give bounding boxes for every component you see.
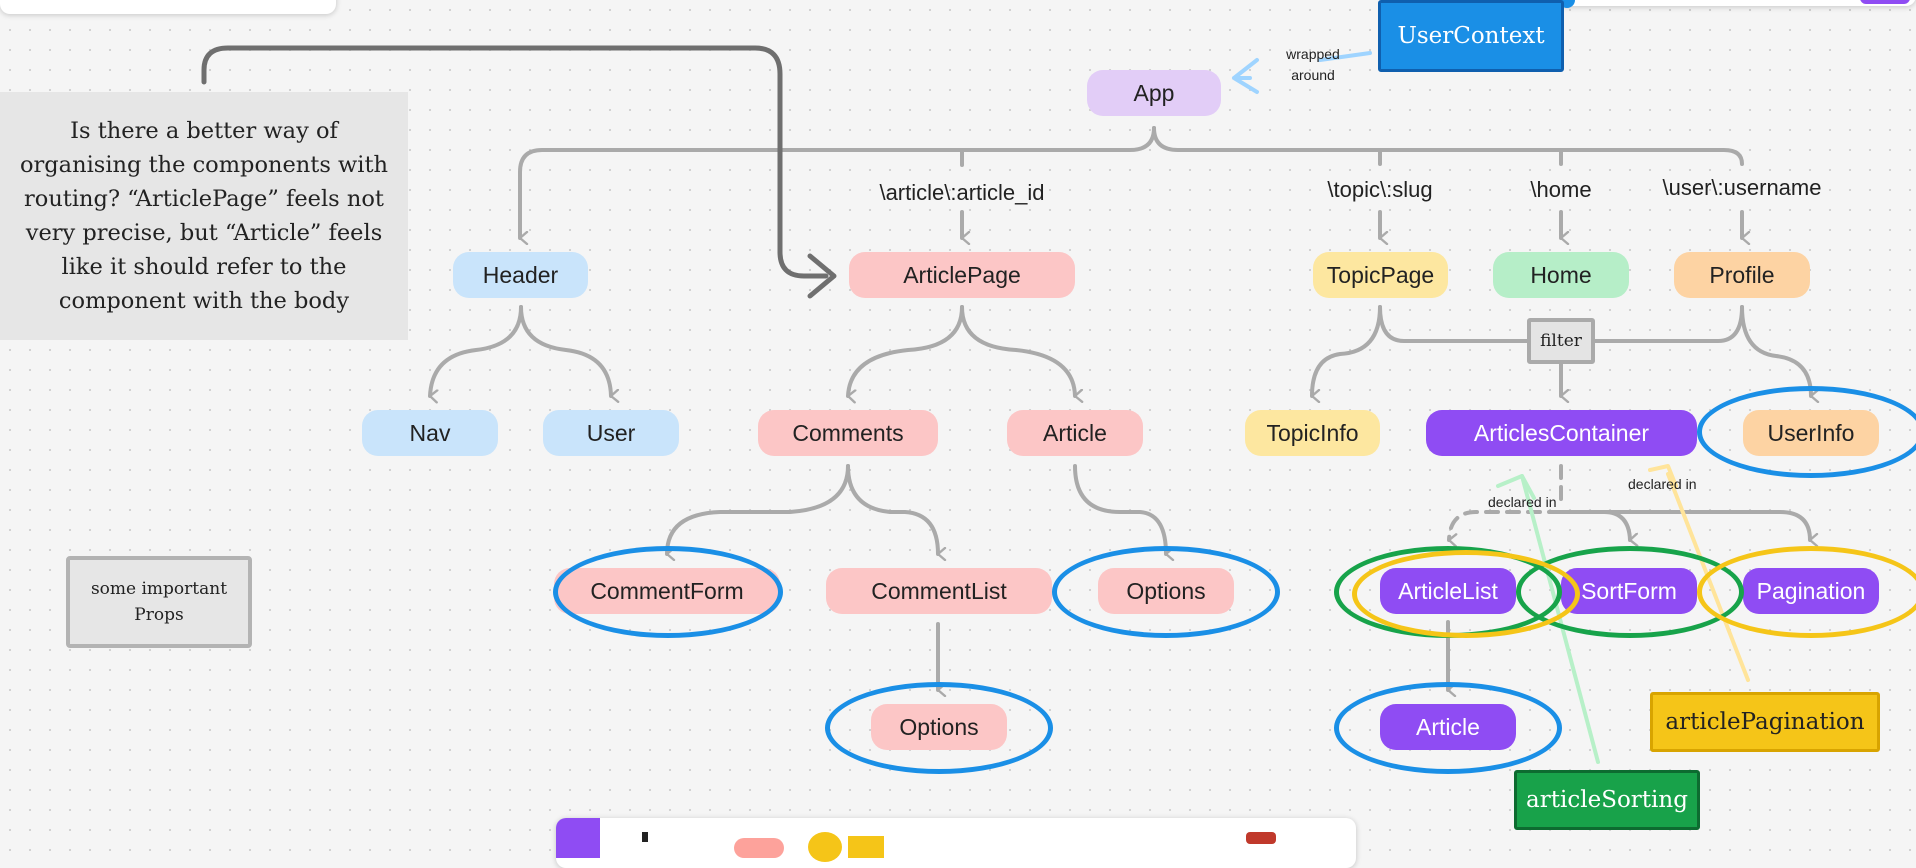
prop-ring-article-item [1334, 682, 1562, 774]
route-label-home: \home [1530, 177, 1592, 202]
topicpage-to-filter-connector [1378, 305, 1529, 343]
bottom-toolbar[interactable] [556, 818, 1356, 868]
route-label-user: \user\:username [1662, 175, 1822, 200]
profile-to-userinfo-connector [1740, 305, 1811, 396]
articlepage-to-article-connector [960, 305, 1075, 396]
node-article-page[interactable]: ArticlePage [849, 252, 1075, 298]
node-app[interactable]: App [1087, 70, 1221, 116]
prop-ring-comment-form [553, 546, 783, 638]
share-button[interactable] [1860, 0, 1910, 4]
sticky-note-tool-icon[interactable] [848, 836, 884, 858]
route-label-article: \article\:article_id [879, 180, 1045, 205]
user-context-label: UserContext [1397, 23, 1545, 49]
article-pagination-note[interactable]: articlePagination [1650, 692, 1880, 752]
node-home[interactable]: Home [1493, 252, 1629, 298]
filter-label-text: filter [1540, 331, 1582, 351]
usercontext-wrap-arrow [1318, 51, 1372, 62]
article-pagination-label: articlePagination [1665, 709, 1865, 735]
container-to-articlelist-connector [1447, 510, 1563, 540]
node-topic-page[interactable]: TopicPage [1313, 252, 1448, 298]
comments-to-commentform-connector [665, 464, 850, 554]
articlepage-to-comments-connector [846, 305, 964, 396]
article-to-options-connector [1073, 464, 1166, 554]
question-note-text: Is there a better way of organising the … [19, 118, 389, 314]
node-profile[interactable]: Profile [1674, 252, 1810, 298]
shape-tool-icon[interactable] [734, 838, 784, 858]
app-to-topic-connector [1152, 126, 1744, 166]
node-header[interactable]: Header [453, 252, 588, 298]
app-to-header-connector [518, 126, 1156, 238]
state-ring-yellow-article-list [1352, 550, 1580, 638]
props-legend-text: some important Props [90, 579, 228, 625]
node-user[interactable]: User [543, 410, 679, 456]
select-tool-button[interactable] [556, 818, 600, 858]
node-articles-container[interactable]: ArticlesContainer [1426, 410, 1697, 456]
filter-label: filter [1527, 318, 1595, 364]
state-ring-yellow-pagination [1697, 546, 1916, 638]
topicpage-to-topicinfo-connector [1310, 305, 1382, 396]
prop-ring-user-info [1697, 386, 1916, 478]
prop-ring-options-comment [825, 682, 1053, 774]
container-to-pagination-connector [1559, 510, 1810, 540]
avatar[interactable] [1559, 0, 1575, 8]
node-topic-info[interactable]: TopicInfo [1245, 410, 1380, 456]
more-tools-icon[interactable] [1246, 832, 1276, 844]
note-to-articlepage-connector [201, 45, 829, 279]
header-to-nav-connector [428, 305, 523, 396]
container-to-sortform-connector [1559, 510, 1630, 540]
header-to-user-connector [519, 305, 611, 396]
node-article[interactable]: Article [1007, 410, 1143, 456]
prop-ring-options-article [1052, 546, 1280, 638]
top-left-toolbar[interactable] [0, 0, 336, 14]
article-sorting-label: articleSorting [1526, 787, 1688, 813]
top-right-toolbar[interactable] [1546, 0, 1916, 8]
node-nav[interactable]: Nav [362, 410, 498, 456]
comments-to-commentlist-connector [846, 464, 938, 554]
profile-to-filter-connector [1593, 305, 1744, 343]
declared-in-label-left: declared in [1488, 494, 1557, 510]
node-comments[interactable]: Comments [758, 410, 938, 456]
props-legend-note[interactable]: some important Props [66, 556, 252, 648]
user-context-note[interactable]: UserContext [1378, 0, 1564, 72]
article-sorting-note[interactable]: articleSorting [1514, 770, 1700, 830]
wrapped-around-label: wrapped around [1280, 44, 1346, 86]
connector-layer [201, 45, 1916, 764]
node-comment-list[interactable]: CommentList [826, 568, 1052, 614]
sticker-tool-icon[interactable] [808, 832, 842, 862]
route-label-topic: \topic\:slug [1327, 177, 1433, 202]
wrapped-label-line2: around [1291, 67, 1335, 83]
wrapped-label-line1: wrapped [1286, 46, 1340, 62]
pen-tool-icon[interactable] [642, 832, 648, 842]
declared-in-label-right: declared in [1628, 476, 1697, 492]
question-note[interactable]: Is there a better way of organising the … [0, 92, 408, 340]
